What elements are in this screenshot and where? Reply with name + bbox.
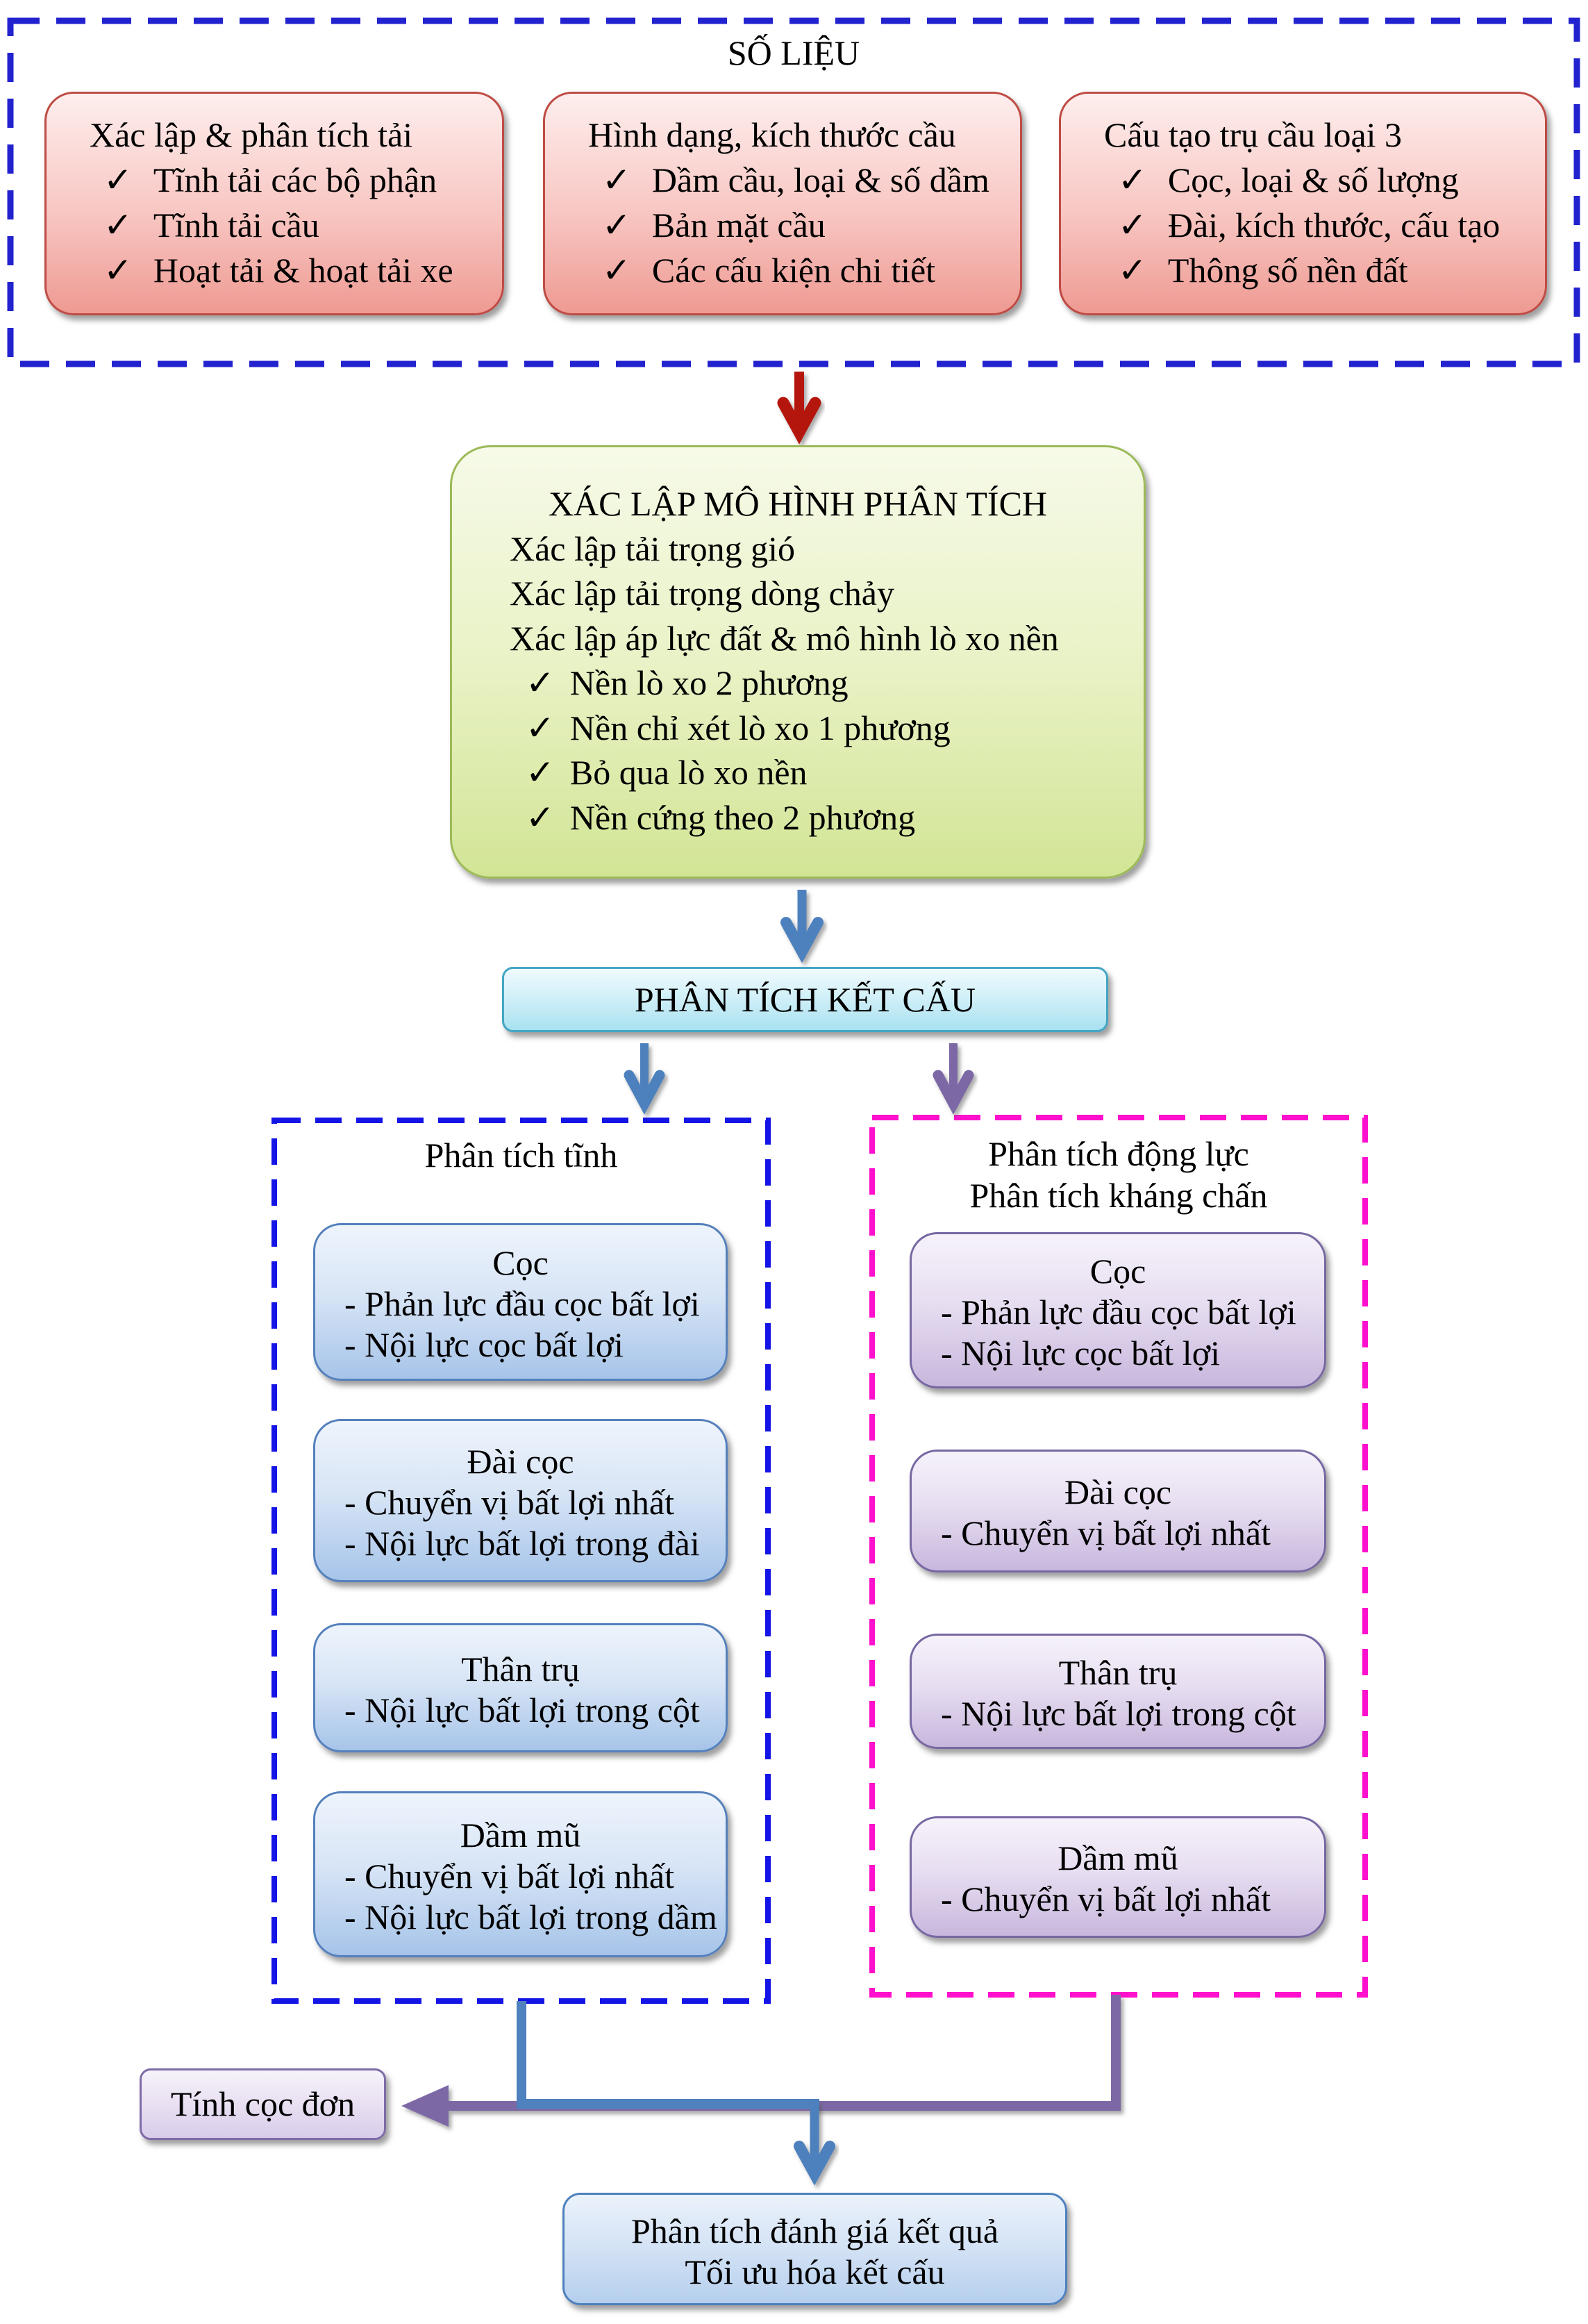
static-piles-box: Cọc - Phản lực đầu cọc bất lợi - Nội lực… <box>313 1223 728 1381</box>
check-item: Hoạt tải & hoạt tải xe <box>153 251 453 290</box>
check-icon: ✓ <box>103 160 133 200</box>
box-line: - Nội lực cọc bất lợi <box>344 1325 624 1364</box>
check-item: Dầm cầu, loại & số dầm <box>651 160 989 199</box>
check-item: Tĩnh tải cầu <box>153 206 319 244</box>
box-title: Cấu tạo trụ cầu loại 3 <box>1104 115 1403 154</box>
static-pier-shaft-box: Thân trụ - Nội lực bất lợi trong cột <box>313 1623 728 1752</box>
analysis-model-box: XÁC LẬP MÔ HÌNH PHÂN TÍCH Xác lập tải tr… <box>450 445 1146 879</box>
static-branch-title: Phân tích tĩnh <box>424 1136 618 1175</box>
dynamic-pile-cap-box: Đài cọc - Chuyển vị bất lợi nhất <box>910 1450 1326 1572</box>
box-line: - Nội lực bất lợi trong dầm <box>344 1898 717 1936</box>
single-pile-box: Tính cọc đơn <box>140 2068 386 2140</box>
bridge-geometry-box: Hình dạng, kích thước cầu ✓ Dầm cầu, loại… <box>543 92 1022 315</box>
check-icon: ✓ <box>1118 205 1147 245</box>
box-line: - Chuyển vị bất lợi nhất <box>344 1483 674 1522</box>
box-title: Hình dạng, kích thước cầu <box>588 115 956 154</box>
box-line: - Nội lực cọc bất lợi <box>941 1334 1221 1372</box>
data-section-dashed-frame <box>7 17 1580 367</box>
bar-label: PHÂN TÍCH KẾT CẤU <box>634 979 976 1019</box>
check-icon: ✓ <box>103 250 133 290</box>
check-item: Cọc, loại & số lượng <box>1167 160 1459 199</box>
dynamic-branch-title: Phân tích động lực Phân tích kháng chấn <box>876 1133 1362 1216</box>
check-item: Nền lò xo 2 phương <box>569 663 849 702</box>
check-icon: ✓ <box>526 797 555 838</box>
structural-analysis-bar: PHÂN TÍCH KẾT CẤU <box>502 967 1108 1032</box>
data-section-title: SỐ LIỆU <box>727 33 860 72</box>
box-title: Đài cọc <box>1064 1472 1172 1511</box>
box-title: Thân trụ <box>461 1650 580 1688</box>
box-line: - Phản lực đầu cọc bất lợi <box>344 1284 700 1323</box>
box-title: Dầm mũ <box>1058 1839 1178 1877</box>
load-analysis-box: Xác lập & phân tích tải ✓ Tĩnh tải các bộ… <box>44 92 504 315</box>
result-box: Phân tích đánh giá kết quả Tối ưu hóa kế… <box>562 2193 1067 2305</box>
check-icon: ✓ <box>526 707 555 748</box>
check-icon: ✓ <box>602 205 631 245</box>
analysis-to-dynamic-arrow <box>933 1043 974 1115</box>
model-to-analysis-arrow <box>780 890 824 963</box>
box-label: Tính cọc đơn <box>170 2084 356 2123</box>
check-item: Nền chỉ xét lò xo 1 phương <box>569 708 951 747</box>
model-line: Xác lập áp lực đất & mô hình lò xo nền <box>510 618 1059 658</box>
dynamic-pier-shaft-box: Thân trụ - Nội lực bất lợi trong cột <box>910 1634 1326 1749</box>
box-title: Xác lập & phân tích tải <box>90 115 413 154</box>
check-icon: ✓ <box>1118 250 1147 290</box>
box-line: - Chuyển vị bất lợi nhất <box>941 1879 1271 1918</box>
box-line: - Chuyển vị bất lợi nhất <box>344 1857 674 1895</box>
box-title: Cọc <box>492 1243 549 1282</box>
check-icon: ✓ <box>602 250 631 290</box>
dynamic-piles-box: Cọc - Phản lực đầu cọc bất lợi - Nội lực… <box>910 1232 1326 1388</box>
pier-configuration-box: Cấu tạo trụ cầu loại 3 ✓ Cọc, loại & số l… <box>1059 92 1547 315</box>
box-title: Đài cọc <box>467 1442 574 1481</box>
box-title: Dầm mũ <box>460 1816 581 1854</box>
check-item: Thông số nền đất <box>1167 251 1408 290</box>
check-item: Đài, kích thước, cấu tạo <box>1167 206 1501 244</box>
check-item: Các cấu kiện chi tiết <box>651 251 936 290</box>
dynamic-cap-beam-box: Dầm mũ - Chuyển vị bất lợi nhất <box>910 1816 1326 1938</box>
check-icon: ✓ <box>526 752 555 792</box>
check-item: Bản mặt cầu <box>651 206 826 244</box>
model-line: Xác lập tải trọng dòng chảy <box>510 574 894 613</box>
dynamic-branch-title-line: Phân tích động lực <box>988 1134 1249 1173</box>
box-line: - Nội lực bất lợi trong cột <box>941 1694 1296 1733</box>
static-pile-cap-box: Đài cọc - Chuyển vị bất lợi nhất - Nội l… <box>313 1419 728 1582</box>
analysis-to-static-arrow <box>624 1043 665 1115</box>
model-line: Xác lập tải trọng gió <box>510 529 795 568</box>
box-line: - Phản lực đầu cọc bất lợi <box>941 1293 1296 1331</box>
box-line: - Nội lực bất lợi trong đài <box>344 1524 700 1563</box>
dynamic-branch-title-line: Phân tích kháng chấn <box>969 1176 1268 1215</box>
check-icon: ✓ <box>602 160 631 200</box>
box-line: - Nội lực bất lợi trong cột <box>344 1691 700 1729</box>
check-icon: ✓ <box>526 663 555 703</box>
check-item: Bỏ qua lò xo nền <box>569 753 808 792</box>
check-item: Tĩnh tải các bộ phận <box>153 160 437 199</box>
box-title: XÁC LẬP MÔ HÌNH PHÂN TÍCH <box>548 484 1048 523</box>
box-title: Thân trụ <box>1058 1653 1178 1692</box>
box-title: Cọc <box>1089 1252 1146 1290</box>
result-line: Tối ưu hóa kết cấu <box>685 2252 945 2291</box>
red-down-arrow <box>777 372 821 445</box>
check-item: Nền cứng theo 2 phương <box>569 797 916 837</box>
static-to-result-connector <box>517 2001 835 2186</box>
check-icon: ✓ <box>1118 160 1147 200</box>
box-line: - Chuyển vị bất lợi nhất <box>941 1513 1271 1552</box>
result-line: Phân tích đánh giá kết quả <box>630 2211 999 2250</box>
check-icon: ✓ <box>103 205 133 245</box>
static-cap-beam-box: Dầm mũ - Chuyển vị bất lợi nhất - Nội lự… <box>313 1791 728 1957</box>
